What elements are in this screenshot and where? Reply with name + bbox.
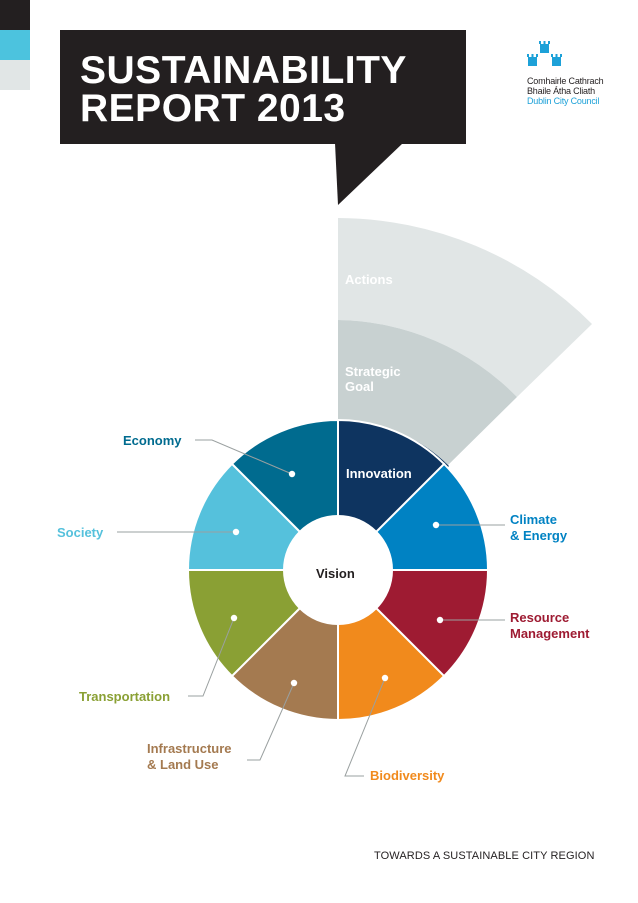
logo-text-line2: Bhaile Átha Cliath	[527, 86, 595, 96]
logo-text-line1: Comhairle Cathrach	[527, 76, 604, 86]
actions-wedge	[338, 218, 592, 397]
resource-dot	[436, 616, 444, 624]
economy-label: Economy	[123, 433, 182, 448]
report-title: SUSTAINABILITY REPORT 2013	[80, 49, 407, 130]
biodiversity-label: Biodiversity	[370, 768, 445, 783]
side-bar-grey	[0, 60, 30, 90]
climate-label-line2: & Energy	[510, 528, 568, 543]
biodiversity-leader	[344, 677, 386, 777]
society-dot	[232, 528, 240, 536]
resource-label-line1: Resource	[510, 610, 569, 625]
leader-lines	[117, 439, 505, 777]
side-bar-cyan	[0, 30, 30, 60]
leader-dots	[230, 470, 444, 687]
transportation-leader	[188, 617, 235, 697]
climate-dot	[432, 521, 440, 529]
climate-label-line1: Climate	[510, 512, 557, 527]
title-box: SUSTAINABILITY REPORT 2013	[60, 30, 466, 144]
economy-dot	[288, 470, 296, 478]
infrastructure-dot	[290, 679, 298, 687]
innovation-label: Innovation	[346, 466, 412, 481]
side-bar-dark	[0, 0, 30, 30]
transportation-label: Transportation	[79, 689, 170, 704]
three-castles-icon	[527, 41, 562, 66]
wheel-ring	[186, 418, 490, 722]
title-box-tail	[335, 143, 403, 205]
footer-tagline: TOWARDS A SUSTAINABLE CITY REGION	[374, 850, 595, 862]
resource-label-line2: Management	[510, 626, 590, 641]
vision-center	[283, 515, 393, 625]
strategic-goal-label-line2: Goal	[345, 379, 374, 394]
strategic-goal-label-line1: Strategic	[345, 364, 401, 379]
economy-leader	[195, 439, 293, 475]
infrastructure-label-line1: Infrastructure	[147, 741, 232, 756]
logo-text-line3: Dublin City Council	[527, 96, 600, 106]
vision-label: Vision	[316, 566, 355, 581]
biodiversity-dot	[381, 674, 389, 682]
infrastructure-label-line2: & Land Use	[147, 757, 219, 772]
society-label: Society	[57, 525, 104, 540]
report-title-line1: SUSTAINABILITY	[80, 49, 407, 92]
actions-label: Actions	[345, 272, 393, 287]
infrastructure-leader	[247, 682, 295, 761]
transportation-dot	[230, 614, 238, 622]
report-title-line2: REPORT 2013	[80, 87, 346, 130]
